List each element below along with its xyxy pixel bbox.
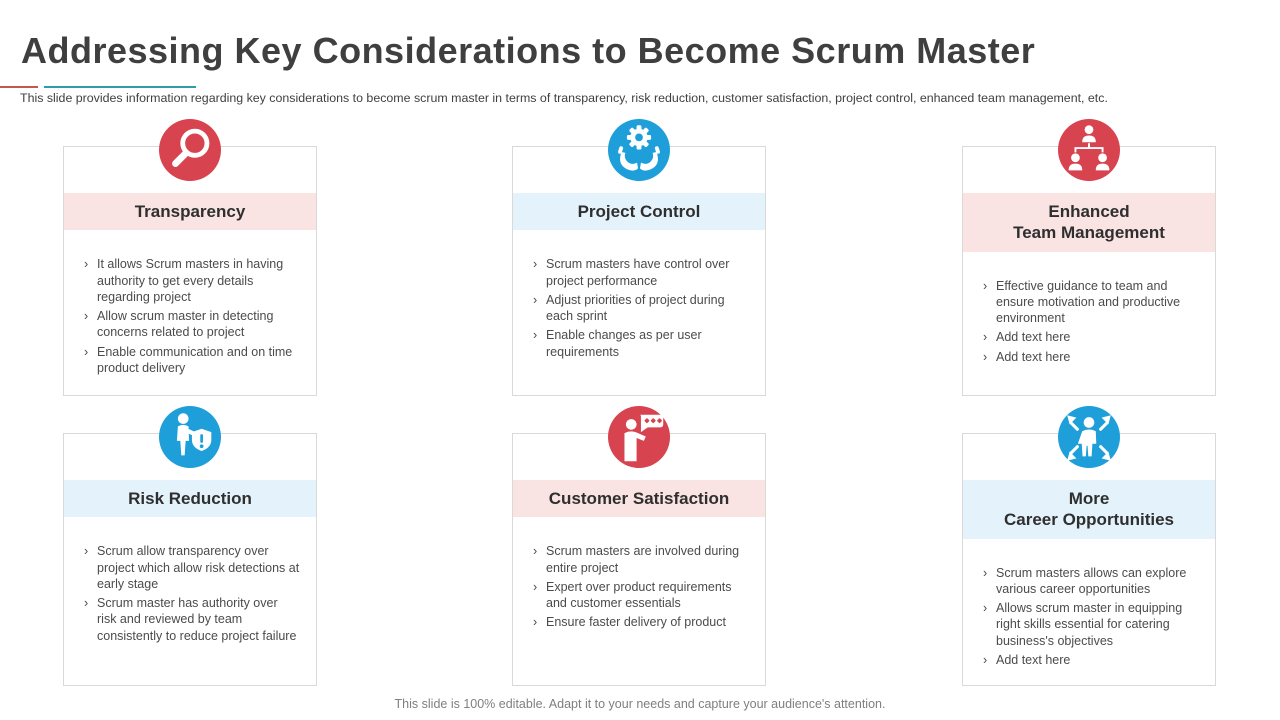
bullet-marker: › <box>533 328 538 343</box>
list-item: › Enable changes as per user requirement… <box>531 327 749 360</box>
bullet-text: Scrum masters are involved during entire… <box>546 544 740 575</box>
bullet-marker: › <box>84 544 89 559</box>
card-transparency: Transparency › It allows Scrum masters i… <box>63 119 317 396</box>
list-item: › Scrum masters have control over projec… <box>531 256 749 289</box>
card-enhanced-team-management: Enhanced Team Management › Effective gui… <box>962 119 1216 396</box>
person-shield-icon <box>159 406 221 468</box>
footer-note: This slide is 100% editable. Adapt it to… <box>394 697 886 711</box>
bullet-text: Expert over product requirements and cus… <box>546 579 732 610</box>
list-item: › Scrum masters allows can explore vario… <box>981 565 1199 598</box>
bullet-text: Scrum masters allows can explore various… <box>996 565 1187 596</box>
card-title: Project Control <box>513 193 765 231</box>
list-item: › Effective guidance to team and ensure … <box>981 278 1199 327</box>
bullet-text: It allows Scrum masters in having author… <box>97 257 284 304</box>
bullet-marker: › <box>983 652 988 667</box>
list-item: › Expert over product requirements and c… <box>531 579 749 612</box>
card-title: More Career Opportunities <box>963 480 1215 539</box>
bullet-text: Effective guidance to team and ensure mo… <box>996 278 1181 326</box>
bullet-text: Enable communication and on time product… <box>97 344 293 375</box>
list-item: › Scrum master has authority over risk a… <box>82 595 300 644</box>
card-title: Enhanced Team Management <box>963 193 1215 252</box>
bullet-text: Adjust priorities of project during each… <box>546 292 725 323</box>
card-customer-satisfaction: Customer Satisfaction › Scrum masters ar… <box>512 406 766 686</box>
bullet-text: Scrum masters have control over project … <box>546 257 730 288</box>
team-hierarchy-icon <box>1058 119 1120 181</box>
bullet-marker: › <box>533 544 538 559</box>
bullet-marker: › <box>84 257 89 272</box>
bullet-list: › Scrum masters have control over projec… <box>513 256 765 360</box>
bullet-list: › Scrum masters are involved during enti… <box>513 543 765 630</box>
bullet-marker: › <box>84 596 89 610</box>
card-title: Transparency <box>64 193 316 231</box>
bullet-marker: › <box>533 292 538 307</box>
bullet-marker: › <box>983 601 988 615</box>
person-arrows-icon <box>1058 406 1120 468</box>
list-item: › Scrum allow transparency over project … <box>82 543 300 592</box>
list-item: › Add text here <box>981 349 1199 365</box>
bullet-text: Add text here <box>996 349 1071 364</box>
list-item: › Add text here <box>981 652 1199 668</box>
slide-subtitle: This slide provides information regardin… <box>20 91 1108 105</box>
bullet-list: › Effective guidance to team and ensure … <box>963 278 1215 365</box>
magnifier-icon <box>159 119 221 181</box>
bullet-text: Add text here <box>996 652 1071 667</box>
bullet-list: › Scrum allow transparency over project … <box>64 543 316 644</box>
list-item: › Scrum masters are involved during enti… <box>531 543 749 576</box>
list-item: › Add text here <box>981 329 1199 345</box>
list-item: › Enable communication and on time produ… <box>82 344 300 377</box>
bullet-text: Ensure faster delivery of product <box>546 615 726 630</box>
title-underline-red <box>0 86 38 88</box>
title-underline-teal <box>44 86 196 88</box>
bullet-marker: › <box>983 278 988 293</box>
bullet-marker: › <box>533 257 538 272</box>
card-title: Risk Reduction <box>64 480 316 518</box>
bullet-marker: › <box>533 615 538 630</box>
bullet-text: Scrum allow transparency over project wh… <box>97 544 300 591</box>
bullet-text: Enable changes as per user requirements <box>546 328 702 359</box>
bullet-text: Scrum master has authority over risk and… <box>97 596 297 643</box>
card-project-control: Project Control › Scrum masters have con… <box>512 119 766 396</box>
card-more-career-opportunities: More Career Opportunities › Scrum master… <box>962 406 1216 686</box>
gear-hands-icon <box>608 119 670 181</box>
card-risk-reduction: Risk Reduction › Scrum allow transparenc… <box>63 406 317 686</box>
bullet-text: Allows scrum master in equipping right s… <box>996 601 1183 648</box>
bullet-list: › Scrum masters allows can explore vario… <box>963 565 1215 669</box>
bullet-list: › It allows Scrum masters in having auth… <box>64 256 316 376</box>
list-item: › Allow scrum master in detecting concer… <box>82 308 300 341</box>
list-item: › Ensure faster delivery of product <box>531 614 749 630</box>
customer-feedback-icon <box>608 406 670 468</box>
card-title: Customer Satisfaction <box>513 480 765 518</box>
list-item: › Adjust priorities of project during ea… <box>531 292 749 325</box>
page-title: Addressing Key Considerations to Become … <box>21 30 1036 71</box>
bullet-text: Add text here <box>996 330 1071 345</box>
bullet-marker: › <box>983 565 988 580</box>
bullet-text: Allow scrum master in detecting concerns… <box>97 309 274 340</box>
list-item: › It allows Scrum masters in having auth… <box>82 256 300 305</box>
bullet-marker: › <box>533 579 538 594</box>
list-item: › Allows scrum master in equipping right… <box>981 600 1199 649</box>
bullet-marker: › <box>983 349 988 364</box>
bullet-marker: › <box>983 330 988 345</box>
bullet-marker: › <box>84 344 89 359</box>
bullet-marker: › <box>84 309 89 323</box>
